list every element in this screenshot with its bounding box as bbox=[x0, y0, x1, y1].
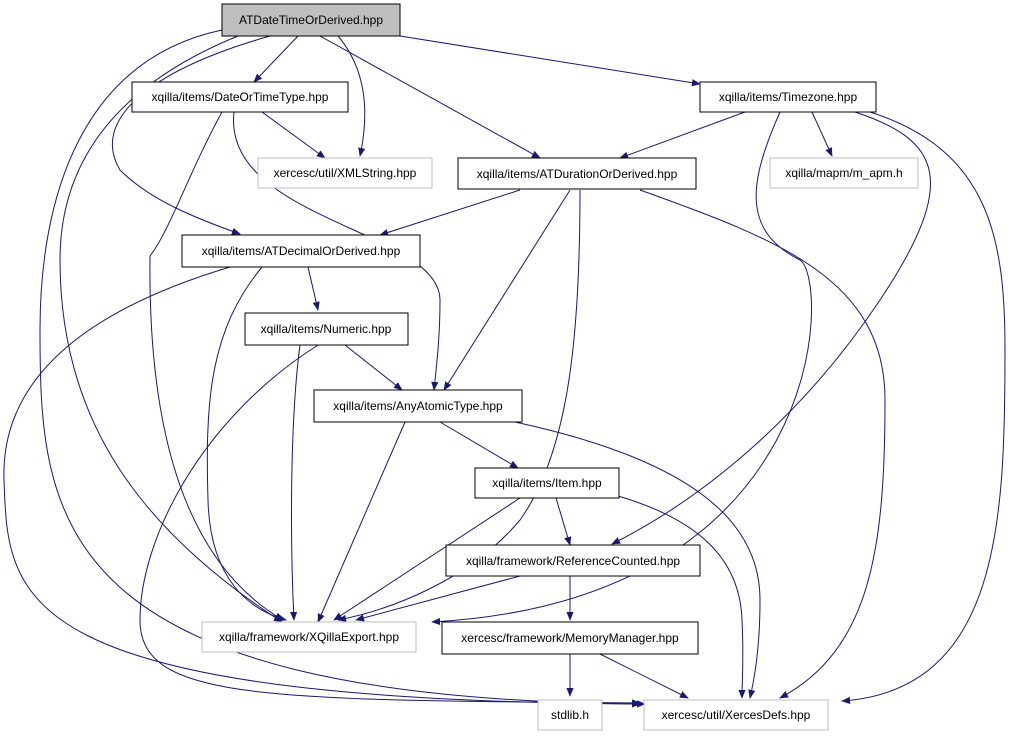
edge-item-xercesdefs bbox=[617, 495, 746, 699]
node-atdecimal-label: xqilla/items/ATDecimalOrDerived.hpp bbox=[202, 244, 401, 258]
node-dateortime-label: xqilla/items/DateOrTimeType.hpp bbox=[152, 90, 329, 104]
edge-timezone-mapm bbox=[811, 111, 833, 157]
edge-atduration-atdecimal bbox=[379, 189, 521, 236]
node-xercesdefs[interactable]: xercesc/util/XercesDefs.hpp bbox=[643, 699, 829, 731]
edge-timezone-xercesdefs bbox=[841, 111, 1006, 705]
node-stdlib[interactable]: stdlib.h bbox=[537, 699, 603, 731]
node-root[interactable]: ATDateTimeOrDerived.hpp bbox=[221, 3, 401, 37]
edge-anyatomic-xqexport bbox=[317, 421, 406, 623]
node-memmgr[interactable]: xercesc/framework/MemoryManager.hpp bbox=[441, 621, 699, 655]
edge-anyatomic-item bbox=[439, 421, 519, 469]
edge-refcounted-xqexport bbox=[355, 575, 521, 622]
node-item-label: xqilla/items/Item.hpp bbox=[492, 476, 602, 490]
node-atdecimal[interactable]: xqilla/items/ATDecimalOrDerived.hpp bbox=[181, 234, 421, 268]
node-stdlib-label: stdlib.h bbox=[551, 708, 589, 722]
edge-atdecimal-xqexport bbox=[206, 266, 287, 622]
node-atduration-label: xqilla/items/ATDurationOrDerived.hpp bbox=[477, 167, 678, 181]
node-xmlstring[interactable]: xercesc/util/XMLString.hpp bbox=[257, 157, 433, 189]
edge-atdecimal-xercesdefs bbox=[3, 266, 641, 708]
edge-root-timezone bbox=[399, 35, 701, 87]
edge-root-xmlstring bbox=[337, 35, 366, 157]
edge-atduration-xercesdefs bbox=[639, 189, 886, 699]
node-timezone[interactable]: xqilla/items/Timezone.hpp bbox=[699, 81, 877, 113]
node-root-label: ATDateTimeOrDerived.hpp bbox=[239, 13, 383, 27]
node-mapm[interactable]: xqilla/mapm/m_apm.h bbox=[769, 157, 919, 189]
node-numeric-label: xqilla/items/Numeric.hpp bbox=[261, 322, 392, 336]
edge-atduration-xqexport bbox=[337, 189, 581, 623]
edge-root-dateortime bbox=[253, 35, 299, 83]
edge-timezone-atduration bbox=[619, 111, 746, 159]
node-numeric[interactable]: xqilla/items/Numeric.hpp bbox=[244, 312, 409, 346]
edge-numeric-anyatomic bbox=[344, 344, 403, 391]
edge-dateortime-xmlstring bbox=[261, 111, 326, 159]
edge-root-xercesdefs bbox=[39, 29, 646, 708]
node-xqexport-label: xqilla/framework/XQillaExport.hpp bbox=[219, 630, 399, 644]
node-dateortime[interactable]: xqilla/items/DateOrTimeType.hpp bbox=[131, 81, 349, 113]
node-item[interactable]: xqilla/items/Item.hpp bbox=[474, 467, 620, 499]
edge-dateortime-xqexport bbox=[149, 111, 284, 621]
edge-atdecimal-numeric bbox=[307, 266, 320, 311]
node-anyatomic-label: xqilla/items/AnyAtomicType.hpp bbox=[333, 399, 503, 413]
node-anyatomic[interactable]: xqilla/items/AnyAtomicType.hpp bbox=[313, 389, 523, 423]
edge-numeric-xercesdefs bbox=[139, 344, 641, 707]
edge-root-atduration bbox=[319, 35, 541, 159]
edge-root-atdecimal bbox=[111, 35, 271, 235]
edge-timezone-refcounted bbox=[611, 111, 931, 545]
edge-item-xqexport bbox=[333, 497, 521, 621]
node-refcounted[interactable]: xqilla/framework/ReferenceCounted.hpp bbox=[445, 544, 701, 577]
edge-atduration-anyatomic bbox=[443, 189, 571, 391]
node-timezone-label: xqilla/items/Timezone.hpp bbox=[719, 90, 858, 104]
edge-numeric-xqexport bbox=[290, 344, 301, 621]
node-mapm-label: xqilla/mapm/m_apm.h bbox=[785, 166, 902, 180]
edge-anyatomic-xercesdefs bbox=[514, 421, 761, 699]
node-refcounted-label: xqilla/framework/ReferenceCounted.hpp bbox=[466, 554, 680, 568]
node-layer: ATDateTimeOrDerived.hpp xqilla/items/Dat… bbox=[131, 3, 919, 731]
node-xercesdefs-label: xercesc/util/XercesDefs.hpp bbox=[662, 708, 811, 722]
node-memmgr-label: xercesc/framework/MemoryManager.hpp bbox=[461, 631, 679, 645]
node-atduration[interactable]: xqilla/items/ATDurationOrDerived.hpp bbox=[457, 157, 697, 190]
edge-memmgr-xercesdefs bbox=[599, 653, 689, 699]
edge-layer bbox=[3, 29, 1006, 708]
node-xmlstring-label: xercesc/util/XMLString.hpp bbox=[274, 166, 417, 180]
node-xqexport[interactable]: xqilla/framework/XQillaExport.hpp bbox=[201, 621, 417, 653]
edge-item-refcounted bbox=[555, 497, 572, 546]
